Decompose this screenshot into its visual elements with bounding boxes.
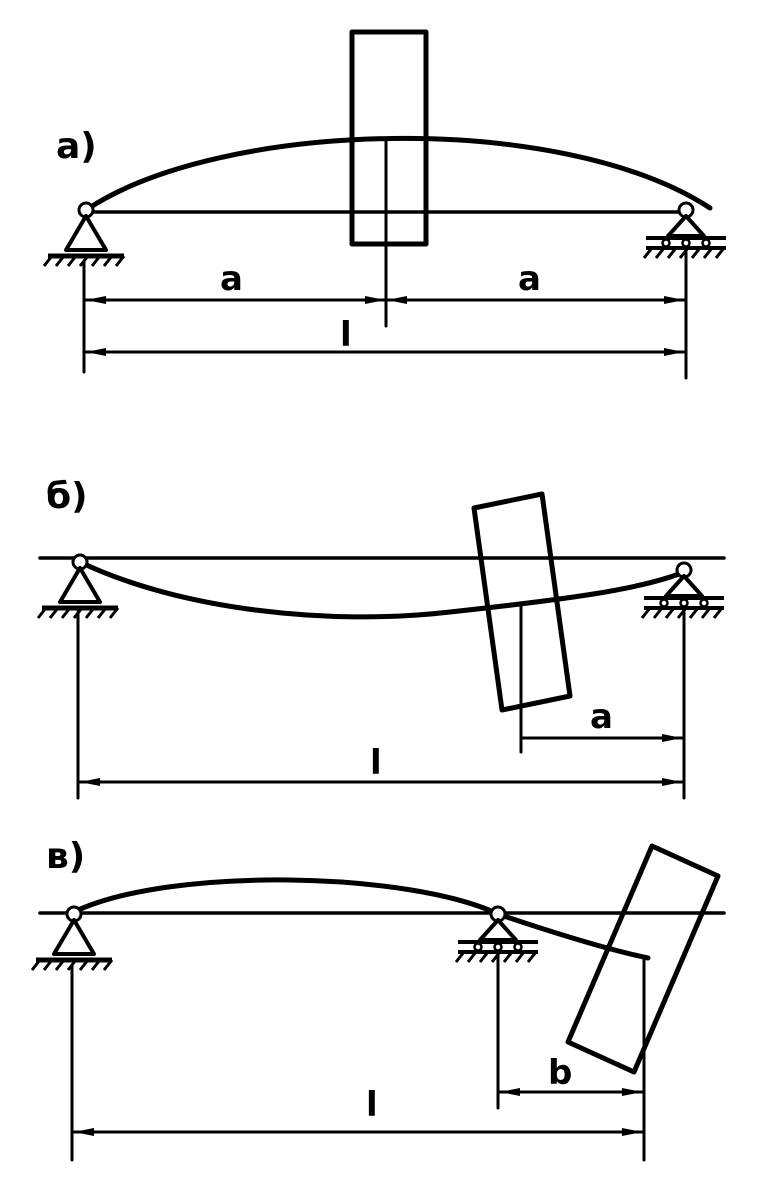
panel-c: в) b l: [32, 836, 726, 1162]
panel-c-deflected-shaft: [71, 877, 651, 961]
panel-a-label: а): [56, 126, 97, 167]
pin-support-icon: [32, 907, 112, 970]
panel-c-dim-b-label: b: [548, 1053, 572, 1093]
panel-b-rotor-disk: [471, 491, 573, 713]
panel-a-dim-l-label: l: [340, 315, 352, 355]
panel-a: а) a a l: [44, 29, 728, 380]
panel-b-deflected-shaft: [77, 559, 687, 620]
panel-c-rotor-disk: [565, 843, 721, 1075]
panel-a-rotor-disk: [349, 29, 429, 247]
panel-a-deflected-shaft: [83, 135, 713, 213]
panel-a-dim-a-left-label: a: [220, 259, 243, 299]
roller-support-icon: [640, 561, 726, 620]
pin-support-icon: [38, 555, 118, 618]
panel-a-dim-a-right-label: a: [518, 259, 541, 299]
panel-b-label: б): [46, 476, 88, 517]
panel-b-dim-a-label: a: [590, 697, 613, 737]
panel-b-dim-l-label: l: [370, 743, 382, 783]
panel-c-dim-l-label: l: [366, 1085, 378, 1125]
panel-c-label: в): [46, 836, 85, 877]
roller-support-icon: [454, 905, 540, 964]
panel-b: б) a l: [38, 476, 726, 800]
